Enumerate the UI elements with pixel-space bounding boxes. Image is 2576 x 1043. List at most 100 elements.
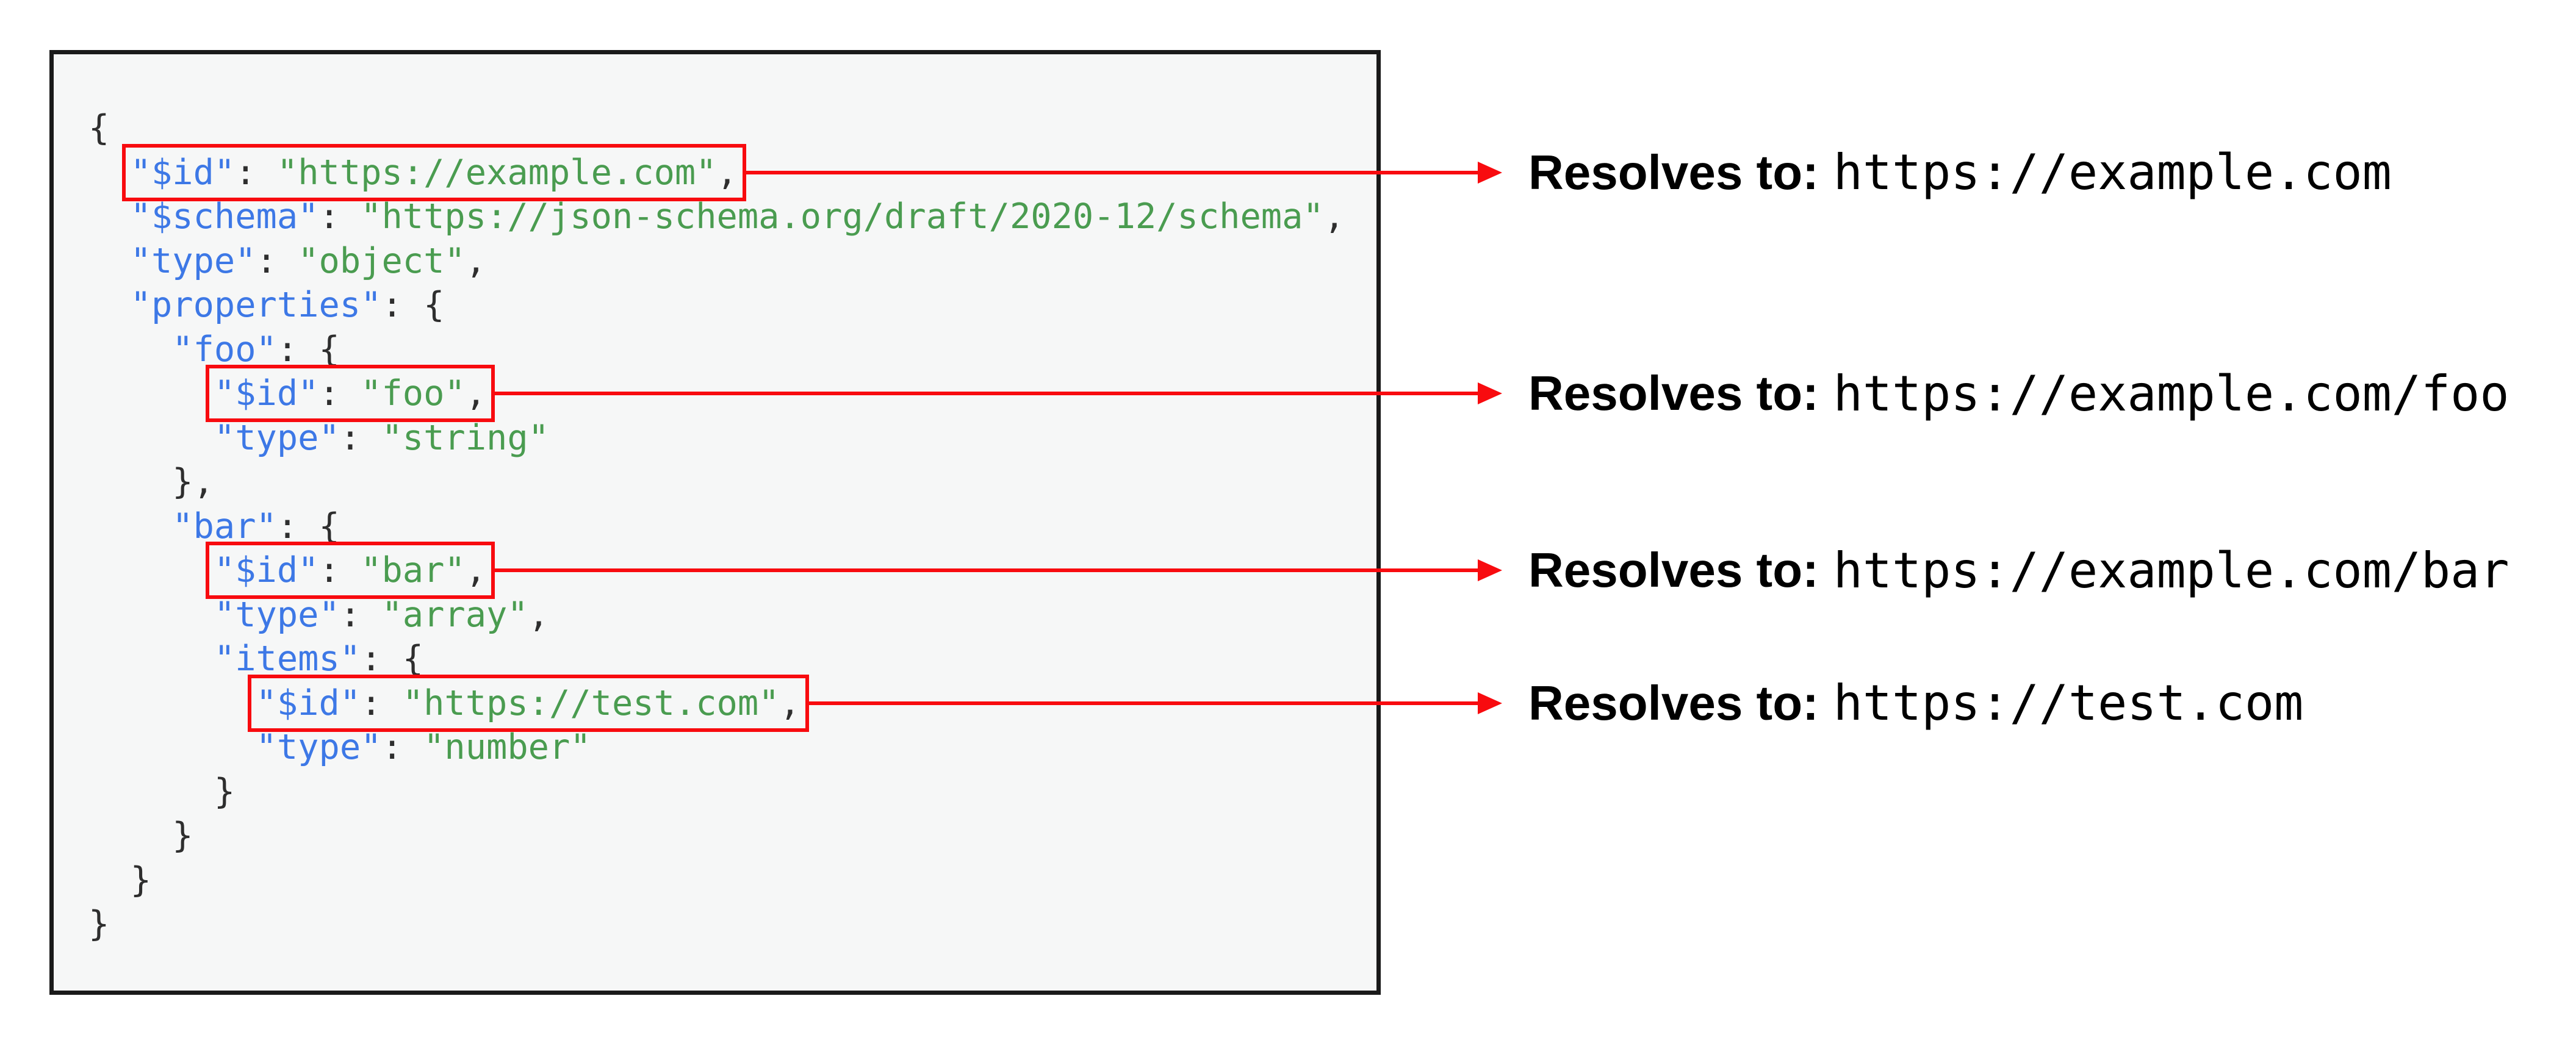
resolved-url: https://example.com/foo xyxy=(1833,365,2509,422)
json-key: "type" xyxy=(256,727,382,767)
resolve-arrow-line xyxy=(495,392,1479,396)
code-line: "$id": "https://test.com", xyxy=(88,674,1345,732)
code-line: "$schema": "https://json-schema.org/draf… xyxy=(88,195,1345,239)
resolves-to-label: Resolves to: xyxy=(1528,543,1819,598)
json-punct: : xyxy=(318,550,361,590)
json-punct xyxy=(88,196,131,237)
arrowhead-icon xyxy=(1478,161,1502,184)
json-string: "object" xyxy=(298,240,466,281)
json-string: "https://example.com" xyxy=(276,152,717,193)
json-key: "$id" xyxy=(256,683,361,723)
id-highlight-box: "$id": "https://example.com", xyxy=(121,143,746,201)
json-punct xyxy=(88,550,214,590)
json-punct: } xyxy=(88,904,110,944)
json-punct: : xyxy=(339,417,382,458)
json-punct xyxy=(88,683,256,723)
code-line: } xyxy=(88,770,1345,814)
resolve-arrow-line xyxy=(808,701,1479,705)
code-line: "$id": "bar", xyxy=(88,542,1345,599)
json-code: { "$id": "https://example.com", "$schema… xyxy=(88,106,1345,947)
code-line: "bar": { xyxy=(88,504,1345,549)
json-key: "properties" xyxy=(130,285,382,325)
code-line: { xyxy=(88,106,1345,151)
json-key: "foo" xyxy=(172,329,277,370)
json-punct: , xyxy=(528,594,549,635)
resolved-url: https://test.com xyxy=(1833,675,2304,732)
json-punct: } xyxy=(88,815,193,856)
arrowhead-icon xyxy=(1478,382,1502,405)
json-punct: } xyxy=(88,859,151,900)
json-punct: : { xyxy=(276,329,340,370)
json-punct xyxy=(88,241,131,281)
json-key: "$id" xyxy=(214,373,319,414)
code-line: }, xyxy=(88,460,1345,504)
code-line: "type": "string" xyxy=(88,416,1345,461)
id-highlight-box: "$id": "foo", xyxy=(205,365,495,422)
resolve-annotation: Resolves to: https://example.com xyxy=(1528,143,2392,202)
json-key: "items" xyxy=(214,639,361,679)
resolves-to-label: Resolves to: xyxy=(1528,145,1819,199)
code-line: "foo": { xyxy=(88,328,1345,372)
json-punct: , xyxy=(465,373,487,414)
json-string: "array" xyxy=(381,594,528,635)
code-line: } xyxy=(88,858,1345,903)
resolve-annotation: Resolves to: https://example.com/foo xyxy=(1528,364,2509,423)
code-line: "type": "number" xyxy=(88,725,1345,770)
json-punct: : { xyxy=(276,506,340,547)
json-punct: : xyxy=(318,196,361,237)
resolve-arrow-line xyxy=(746,170,1479,174)
json-string: "foo" xyxy=(361,373,466,414)
resolve-arrow-line xyxy=(495,568,1479,573)
json-punct: , xyxy=(465,550,487,590)
json-string: "number" xyxy=(423,727,591,767)
json-punct: : xyxy=(318,373,361,414)
resolves-to-label: Resolves to: xyxy=(1528,675,1819,730)
resolved-url: https://example.com xyxy=(1833,144,2392,201)
json-key: "bar" xyxy=(172,506,277,547)
json-punct xyxy=(88,285,131,325)
json-punct: , xyxy=(716,152,738,193)
json-key: "$schema" xyxy=(130,196,319,237)
json-punct: : { xyxy=(361,639,424,679)
json-string: "bar" xyxy=(361,550,466,590)
json-punct: }, xyxy=(88,462,214,502)
json-string: "https://json-schema.org/draft/2020-12/s… xyxy=(361,196,1324,237)
json-punct: { xyxy=(88,108,110,148)
json-key: "type" xyxy=(214,417,340,458)
json-punct: , xyxy=(779,683,801,723)
json-punct: : { xyxy=(381,285,445,325)
json-punct: , xyxy=(465,240,487,281)
json-punct: : xyxy=(381,727,424,767)
json-punct: : xyxy=(361,683,403,723)
resolve-annotation: Resolves to: https://example.com/bar xyxy=(1528,541,2509,600)
json-string: "string" xyxy=(381,417,549,458)
code-line: } xyxy=(88,814,1345,858)
code-line: "properties": { xyxy=(88,283,1345,328)
json-punct xyxy=(88,418,214,458)
code-line: "items": { xyxy=(88,637,1345,681)
json-schema-code-block xyxy=(49,50,1381,995)
id-highlight-box: "$id": "bar", xyxy=(205,542,495,599)
json-punct xyxy=(88,727,256,767)
resolved-url: https://example.com/bar xyxy=(1833,542,2509,599)
json-punct: , xyxy=(1323,196,1345,237)
resolves-to-label: Resolves to: xyxy=(1528,366,1819,421)
json-punct xyxy=(88,595,214,635)
json-key: "type" xyxy=(130,240,256,281)
json-key: "$id" xyxy=(130,152,236,193)
json-punct xyxy=(88,639,214,679)
code-line: "type": "array", xyxy=(88,593,1345,637)
json-punct xyxy=(88,373,214,414)
json-punct xyxy=(88,506,172,547)
json-punct xyxy=(88,329,172,370)
arrowhead-icon xyxy=(1478,559,1502,582)
json-punct: : xyxy=(339,594,382,635)
arrowhead-icon xyxy=(1478,692,1502,714)
json-punct xyxy=(88,152,131,193)
code-line: "type": "object", xyxy=(88,239,1345,284)
code-line: } xyxy=(88,902,1345,947)
json-string: "https://test.com" xyxy=(402,683,780,723)
code-line: "$id": "foo", xyxy=(88,365,1345,422)
json-punct: : xyxy=(235,152,277,193)
json-punct: : xyxy=(256,240,298,281)
